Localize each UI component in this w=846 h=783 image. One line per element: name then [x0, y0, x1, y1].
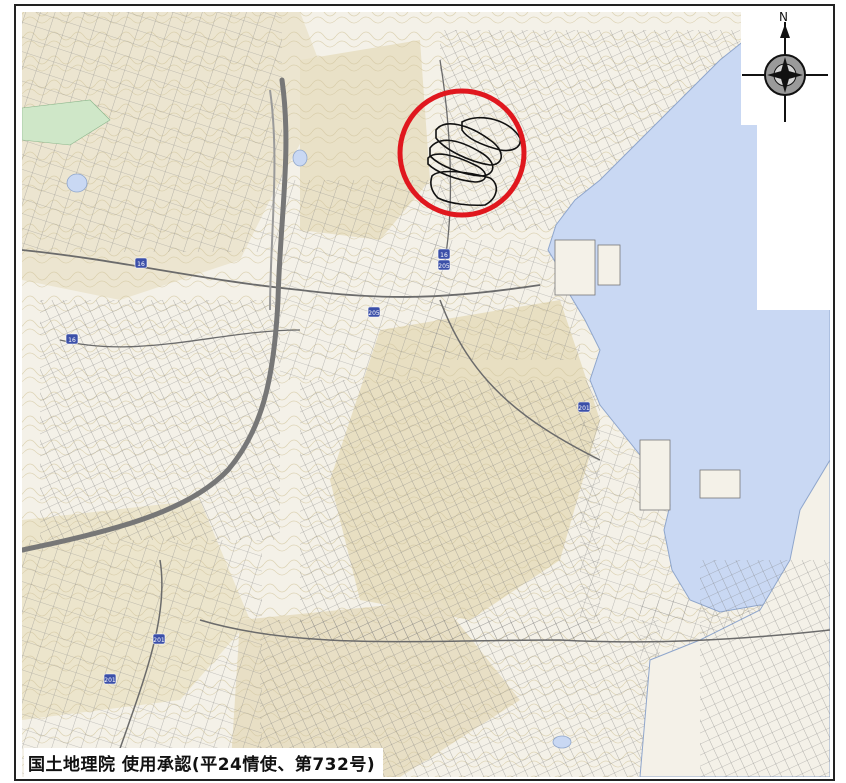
- route-shield: 16: [437, 248, 451, 260]
- harbor-piers: [554, 239, 741, 511]
- route-shield: 201: [103, 673, 117, 685]
- route-number: 16: [440, 252, 448, 259]
- highlight-circle: [397, 88, 527, 218]
- route-shields: 16 16 205 205 16 201 201 201: [65, 248, 591, 685]
- north-arrow-compass-icon: N: [741, 10, 830, 310]
- route-number: 16: [137, 261, 145, 268]
- route-number: 205: [438, 263, 450, 270]
- route-number: 205: [368, 310, 380, 317]
- route-shield: 16: [65, 333, 79, 345]
- route-shield: 205: [437, 259, 451, 271]
- route-shield: 205: [367, 306, 381, 318]
- major-roads: [22, 59, 830, 777]
- north-label: N: [779, 10, 788, 24]
- route-shield: 16: [134, 257, 148, 269]
- park-area: [22, 99, 111, 146]
- copyright-credit: 国土地理院 使用承認(平24情使、第732号): [24, 748, 384, 778]
- route-shield: 201: [577, 401, 591, 413]
- route-number: 16: [68, 337, 76, 344]
- route-number: 201: [578, 405, 590, 412]
- route-number: 201: [104, 677, 116, 684]
- route-number: 201: [153, 637, 165, 644]
- route-shield: 201: [152, 633, 166, 645]
- ponds: [66, 149, 572, 749]
- expressway: [22, 77, 289, 553]
- site-outlines: [427, 116, 522, 207]
